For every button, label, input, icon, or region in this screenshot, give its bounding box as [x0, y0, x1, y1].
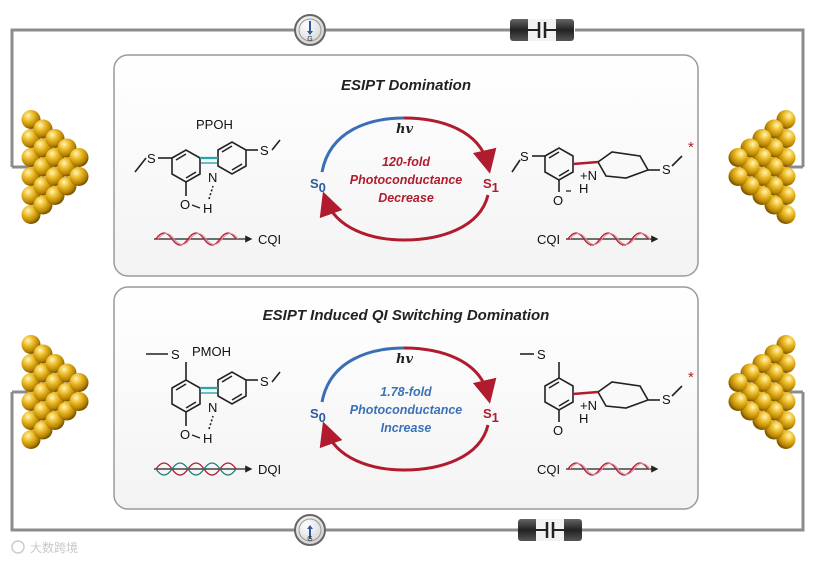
qi-label: CQI — [537, 232, 560, 247]
s1-state: S1 — [483, 176, 499, 195]
fold-descriptor: Photoconductance — [350, 403, 463, 417]
meter-label: G — [307, 536, 312, 543]
watermark-logo-icon — [11, 540, 25, 554]
galvanometer-bottom: G — [294, 514, 326, 546]
oxygen-atom: O — [180, 427, 190, 442]
s0-state: S0 — [310, 176, 326, 195]
fold-change: 120-fold — [382, 155, 430, 169]
bottom-wire-left — [10, 392, 295, 532]
hv-label: hv — [396, 122, 413, 137]
phenol-oxygen: O — [553, 423, 563, 438]
molecule-ppoh: PPOH S S N — [134, 117, 281, 216]
panel-title: ESIPT Domination — [341, 77, 471, 94]
gold-atom — [69, 148, 89, 167]
sulfur-atom: S — [662, 392, 671, 407]
pyridinium-nitrogen: +N — [580, 168, 597, 183]
hydrogen-atom: H — [579, 411, 588, 426]
pyridine-ring — [217, 141, 247, 175]
fold-direction: Increase — [381, 421, 432, 435]
hydrogen-atom: H — [203, 201, 212, 216]
qi-label: DQI — [258, 462, 281, 477]
gold-atom — [728, 148, 748, 167]
hydrogen-atom: H — [203, 431, 212, 446]
bottom-wire-right — [580, 392, 805, 532]
qi-label: CQI — [537, 462, 560, 477]
sulfur-atom: S — [662, 162, 671, 177]
gold-atom — [728, 167, 748, 186]
top-wire-right — [575, 28, 805, 167]
gold-atom — [728, 392, 748, 411]
gold-atom — [69, 167, 89, 186]
molecule-label: PMOH — [192, 344, 231, 359]
phenoxide-ring — [544, 147, 574, 181]
meter-label: G — [307, 36, 312, 43]
sulfur-atom: S — [520, 149, 529, 164]
twisted-bond — [572, 390, 599, 396]
sulfur-atom: S — [171, 347, 180, 362]
phenoxide-oxygen: O — [553, 193, 563, 208]
excited-state-star: * — [688, 369, 694, 386]
fold-direction: Decrease — [378, 191, 434, 205]
photo-cycle: hv S0 S1 1.78-fold Photoconductance Incr… — [310, 346, 499, 472]
pyridine-ring — [217, 371, 247, 405]
panel-qi-switching: ESIPT Induced QI Switching Domination PM… — [113, 286, 699, 510]
hydrogen-atom: H — [579, 181, 588, 196]
hv-label: hv — [396, 352, 413, 367]
qi-wave-right: CQI — [537, 462, 659, 477]
qi-wave-right: CQI — [537, 232, 659, 247]
molecule-pmoh: PMOH S S N O H — [146, 344, 281, 446]
photo-cycle: hv S0 S1 120-fold Photoconductance Decre… — [310, 116, 499, 242]
panel-esipt-domination: ESIPT Domination PPOH — [113, 54, 699, 277]
s1-state: S1 — [483, 406, 499, 425]
gold-electrode-top-left — [21, 110, 89, 224]
molecule-label: PPOH — [196, 117, 233, 132]
excited-state-star: * — [688, 139, 694, 156]
sulfur-atom: S — [147, 151, 156, 166]
top-wire-left — [10, 28, 295, 167]
panel-title: ESIPT Induced QI Switching Domination — [263, 307, 550, 324]
sulfur-atom: S — [260, 374, 269, 389]
relaxation-arrow — [319, 421, 490, 472]
capacitor-top — [510, 19, 574, 41]
qi-wave-left: CQI — [154, 232, 281, 247]
panel-frame — [113, 286, 699, 510]
fold-descriptor: Photoconductance — [350, 173, 463, 187]
relaxation-arrow — [319, 191, 490, 242]
capacitor-bottom — [518, 519, 582, 541]
fold-change: 1.78-fold — [380, 385, 432, 399]
gold-electrode-top-right — [728, 110, 796, 224]
panel-frame — [113, 54, 699, 277]
gold-atom — [69, 392, 89, 411]
sulfur-atom: S — [537, 347, 546, 362]
gold-electrode-bottom-right — [728, 335, 796, 449]
excitation-arrow — [320, 346, 405, 403]
phenol-ring — [171, 149, 201, 183]
twisted-bond — [572, 160, 599, 166]
excitation-arrow — [320, 116, 405, 173]
oxygen-atom: O — [180, 197, 190, 212]
qi-label: CQI — [258, 232, 281, 247]
s0-state: S0 — [310, 406, 326, 425]
gold-electrode-bottom-left — [21, 335, 89, 449]
nitrogen-atom: N — [208, 400, 217, 415]
gold-atom — [69, 373, 89, 392]
nitrogen-atom: N — [208, 170, 217, 185]
pyridinium-nitrogen: +N — [580, 398, 597, 413]
gold-atom — [728, 373, 748, 392]
molecule-keto-excited: S S +N H O * — [520, 347, 694, 438]
molecule-keto-excited: S S +N H O * — [511, 139, 694, 208]
galvanometer-top: G — [294, 14, 326, 46]
watermark: 大数跨境 — [11, 540, 78, 555]
watermark-text: 大数跨境 — [30, 540, 78, 555]
circuit-wires — [10, 28, 805, 532]
qi-wave-left: DQI — [154, 462, 281, 477]
sulfur-atom: S — [260, 143, 269, 158]
